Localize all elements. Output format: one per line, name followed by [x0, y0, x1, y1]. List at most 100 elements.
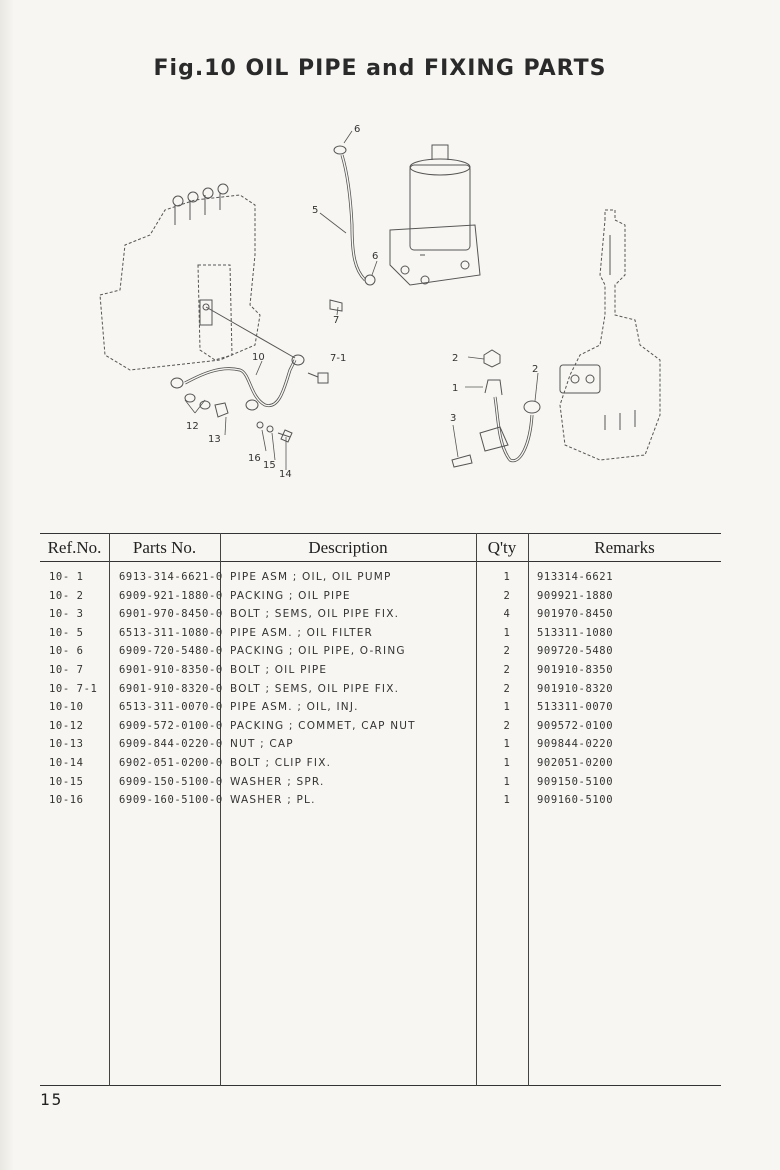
parts-table: Ref.No. Parts No. Description Q'ty Remar… [40, 533, 721, 1086]
remarks-cell: 909572-0100 [537, 719, 614, 732]
qty-cell: 1 [503, 571, 511, 583]
parts-no-cell: 6901-970-8450-0 [119, 608, 223, 621]
col-divider-4 [528, 533, 529, 1086]
table-header-rule [40, 561, 721, 562]
callout-1: 1 [452, 383, 458, 394]
remarks-cell: 909720-5480 [537, 645, 614, 658]
figure-title: Fig.10 OIL PIPE and FIXING PARTS [153, 56, 607, 81]
header-remarks: Remarks [594, 538, 655, 557]
qty-cell: 2 [503, 645, 511, 658]
ref-no-cell: 10- 3 [49, 608, 84, 621]
col-divider-2 [220, 533, 221, 1086]
description-cell: PIPE ASM. ; OIL, INJ. [230, 701, 359, 714]
remarks-cell: 909160-5100 [537, 794, 614, 807]
parts-no-cell: 6909-160-5100-0 [119, 794, 223, 807]
injection-pump-drawing [99, 183, 261, 371]
remarks-cell: 909844-0220 [537, 738, 614, 751]
description-cell: PACKING ; COMMET, CAP NUT [230, 719, 416, 732]
table-top-rule [40, 533, 721, 534]
callout-16: 16 [248, 453, 261, 464]
oil-pipe-injection-drawing [170, 306, 329, 443]
table-row: 10-12 6909-572-0100-0 PACKING ; COMMET, CA… [40, 720, 721, 739]
description-cell: BOLT ; OIL PIPE [230, 664, 328, 676]
parts-no-cell: 6901-910-8320-0 [119, 682, 223, 695]
parts-no-cell: 6909-921-1880-0 [119, 589, 223, 602]
qty-cell: 1 [503, 626, 511, 639]
table-bottom-rule [40, 1085, 721, 1086]
callout-14: 14 [279, 469, 292, 480]
table-row: 10- 7 6901-910-8350-0 BOLT ; OIL PIPE 2 9019… [40, 664, 721, 683]
ref-no-cell: 10- 7 [49, 664, 84, 676]
description-cell: WASHER ; SPR. [230, 775, 325, 788]
ref-no-cell: 10-10 [49, 701, 84, 714]
parts-no-cell: 6913-314-6621-0 [119, 571, 223, 583]
table-row: 10- 2 6909-921-1880-0 PACKING ; OIL PIPE 2 9… [40, 590, 721, 609]
remarks-cell: 513311-1080 [537, 626, 614, 639]
ref-no-cell: 10- 6 [49, 645, 84, 658]
col-divider-1 [109, 533, 110, 1086]
qty-cell: 2 [503, 664, 511, 676]
remarks-cell: 901970-8450 [537, 608, 614, 621]
description-cell: BOLT ; SEMS, OIL PIPE FIX. [230, 608, 400, 621]
qty-cell: 1 [503, 794, 511, 807]
callout-5: 5 [312, 205, 318, 216]
ref-no-cell: 10-16 [49, 794, 84, 807]
remarks-cell: 513311-0070 [537, 701, 614, 714]
page-number: 15 [40, 1090, 64, 1109]
callout-7: 7 [333, 315, 339, 326]
header-ref-no: Ref.No. [47, 538, 102, 557]
table-row: 10-10 6513-311-0070-0 PIPE ASM. ; OIL, INJ… [40, 701, 721, 720]
qty-cell: 1 [503, 701, 511, 714]
description-cell: BOLT ; CLIP FIX. [230, 757, 332, 769]
qty-cell: 1 [503, 757, 511, 769]
parts-no-cell: 6909-844-0220-0 [119, 738, 223, 751]
callout-12: 12 [186, 421, 199, 432]
callout-6a: 6 [354, 124, 360, 135]
callout-13: 13 [208, 434, 221, 445]
ref-no-cell: 10-12 [49, 719, 84, 732]
qty-cell: 2 [503, 682, 511, 695]
table-row: 10- 1 6913-314-6621-0 PIPE ASM ; OIL, OIL … [40, 571, 721, 590]
parts-no-cell: 6909-150-5100-0 [119, 775, 223, 788]
ref-no-cell: 10- 2 [49, 589, 84, 602]
remarks-cell: 902051-0200 [537, 757, 614, 769]
description-cell: PIPE ASM. ; OIL FILTER [230, 626, 374, 639]
header-parts-no: Parts No. [132, 538, 197, 557]
parts-no-cell: 6513-311-1080-0 [119, 626, 223, 639]
description-cell: PACKING ; OIL PIPE [230, 589, 351, 602]
parts-no-cell: 6901-910-8350-0 [119, 664, 223, 676]
oil-pump-drawing [451, 209, 661, 468]
remarks-cell: 909921-1880 [537, 589, 614, 602]
ref-no-cell: 10- 1 [49, 571, 84, 583]
qty-cell: 4 [503, 608, 511, 621]
parts-no-cell: 6909-572-0100-0 [119, 719, 223, 732]
remarks-cell: 901910-8320 [537, 682, 614, 695]
callout-7-1: 7-1 [330, 353, 346, 364]
qty-cell: 1 [503, 775, 511, 788]
callout-2a: 2 [452, 353, 458, 364]
header-qty: Q'ty [487, 538, 517, 557]
callout-numbers: 6 5 6 7 7-1 10 12 13 16 15 14 2 1 2 3 [186, 124, 538, 480]
callout-2b: 2 [532, 364, 538, 375]
callout-6b: 6 [372, 251, 378, 262]
qty-cell: 2 [503, 589, 511, 602]
ref-no-cell: 10-13 [49, 738, 84, 751]
callout-10: 10 [252, 352, 265, 363]
parts-diagram: 6 5 6 7 7-1 10 12 13 16 15 14 2 1 2 3 [99, 124, 661, 480]
qty-cell: 2 [503, 719, 511, 732]
remarks-cell: 901910-8350 [537, 664, 614, 676]
description-cell: PIPE ASM ; OIL, OIL PUMP [230, 571, 392, 583]
callout-15: 15 [263, 460, 276, 471]
ref-no-cell: 10-15 [49, 775, 84, 788]
remarks-cell: 913314-6621 [537, 571, 614, 583]
parts-no-cell: 6513-311-0070-0 [119, 701, 223, 714]
description-cell: NUT ; CAP [230, 738, 294, 751]
description-cell: BOLT ; SEMS, OIL PIPE FIX. [230, 682, 400, 695]
parts-no-cell: 6909-720-5480-0 [119, 645, 223, 658]
